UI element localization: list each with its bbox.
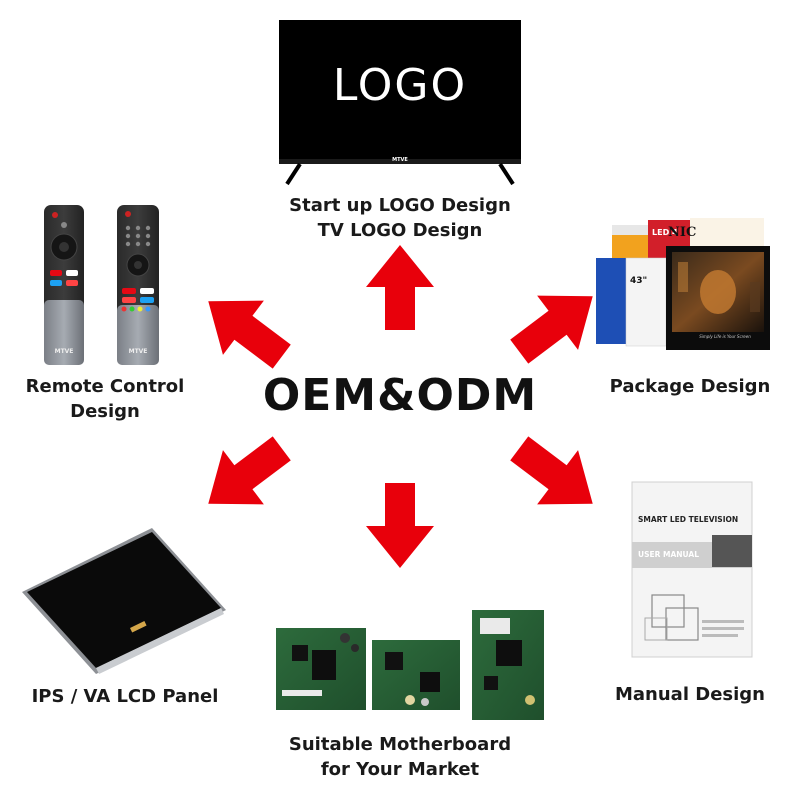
box-blue xyxy=(596,258,626,344)
arrow-up xyxy=(366,245,434,330)
arrow-upper-left xyxy=(208,300,291,369)
label-package-design: Package Design xyxy=(609,376,771,397)
arrow-lower-right xyxy=(510,436,593,505)
manual-title: SMART LED TELEVISION xyxy=(638,515,739,524)
arrow-lower-left xyxy=(208,436,291,505)
box-tagline: Simply Life is Your Screen xyxy=(699,334,751,339)
label-motherboard-line1: Suitable Motherboard xyxy=(288,734,512,755)
tv-screen-text: LOGO xyxy=(332,60,468,111)
label-logo-line1: Start up LOGO Design xyxy=(289,195,511,216)
box-label-1: LED 4 xyxy=(652,228,678,237)
label-logo-design: Start up LOGO Design TV LOGO Design xyxy=(250,193,550,243)
panel-glass xyxy=(27,532,221,668)
remote-2-metal xyxy=(117,305,159,365)
motherboards xyxy=(276,610,544,720)
center-title: OEM&ODM xyxy=(262,370,538,421)
tv-leg-right xyxy=(498,162,515,186)
board-2 xyxy=(372,640,460,710)
manual-page xyxy=(631,481,753,658)
label-manual-design: Manual Design xyxy=(614,684,765,705)
remote-brand-1: MTVE xyxy=(54,348,74,355)
tv-brand-text: MTVE xyxy=(392,157,408,163)
tv-leg-left xyxy=(285,162,302,186)
panel-connector xyxy=(130,620,147,633)
box-white xyxy=(625,257,667,347)
manual-subtitle: USER MANUAL xyxy=(638,550,699,559)
label-remote-line1: Remote Control xyxy=(25,376,185,397)
netflix-button-icon xyxy=(50,270,62,276)
tv-screen xyxy=(279,20,521,162)
tv-illustration xyxy=(279,20,521,186)
arrow-down xyxy=(366,483,434,568)
label-logo-line2: TV LOGO Design xyxy=(317,220,483,241)
label-motherboard: Suitable Motherboard for Your Market xyxy=(250,732,550,782)
box-label-3: 43" xyxy=(630,276,648,286)
tv-bezel-bottom xyxy=(279,159,521,164)
label-remote-design: Remote Control Design xyxy=(10,374,200,424)
user-manual xyxy=(631,481,753,658)
label-motherboard-line2: for Your Market xyxy=(320,759,480,780)
remote-controls xyxy=(44,205,159,365)
remote-1-metal xyxy=(44,300,84,365)
remote-brand-2: MTVE xyxy=(128,348,148,355)
package-boxes xyxy=(596,218,770,350)
box-label-2: NIC xyxy=(668,225,697,240)
arrows xyxy=(208,245,593,568)
label-remote-line2: Design xyxy=(70,401,140,422)
lcd-panel xyxy=(22,528,226,674)
arrow-upper-right xyxy=(510,295,593,364)
label-lcd-panel: IPS / VA LCD Panel xyxy=(31,686,219,707)
power-icon xyxy=(52,212,58,218)
